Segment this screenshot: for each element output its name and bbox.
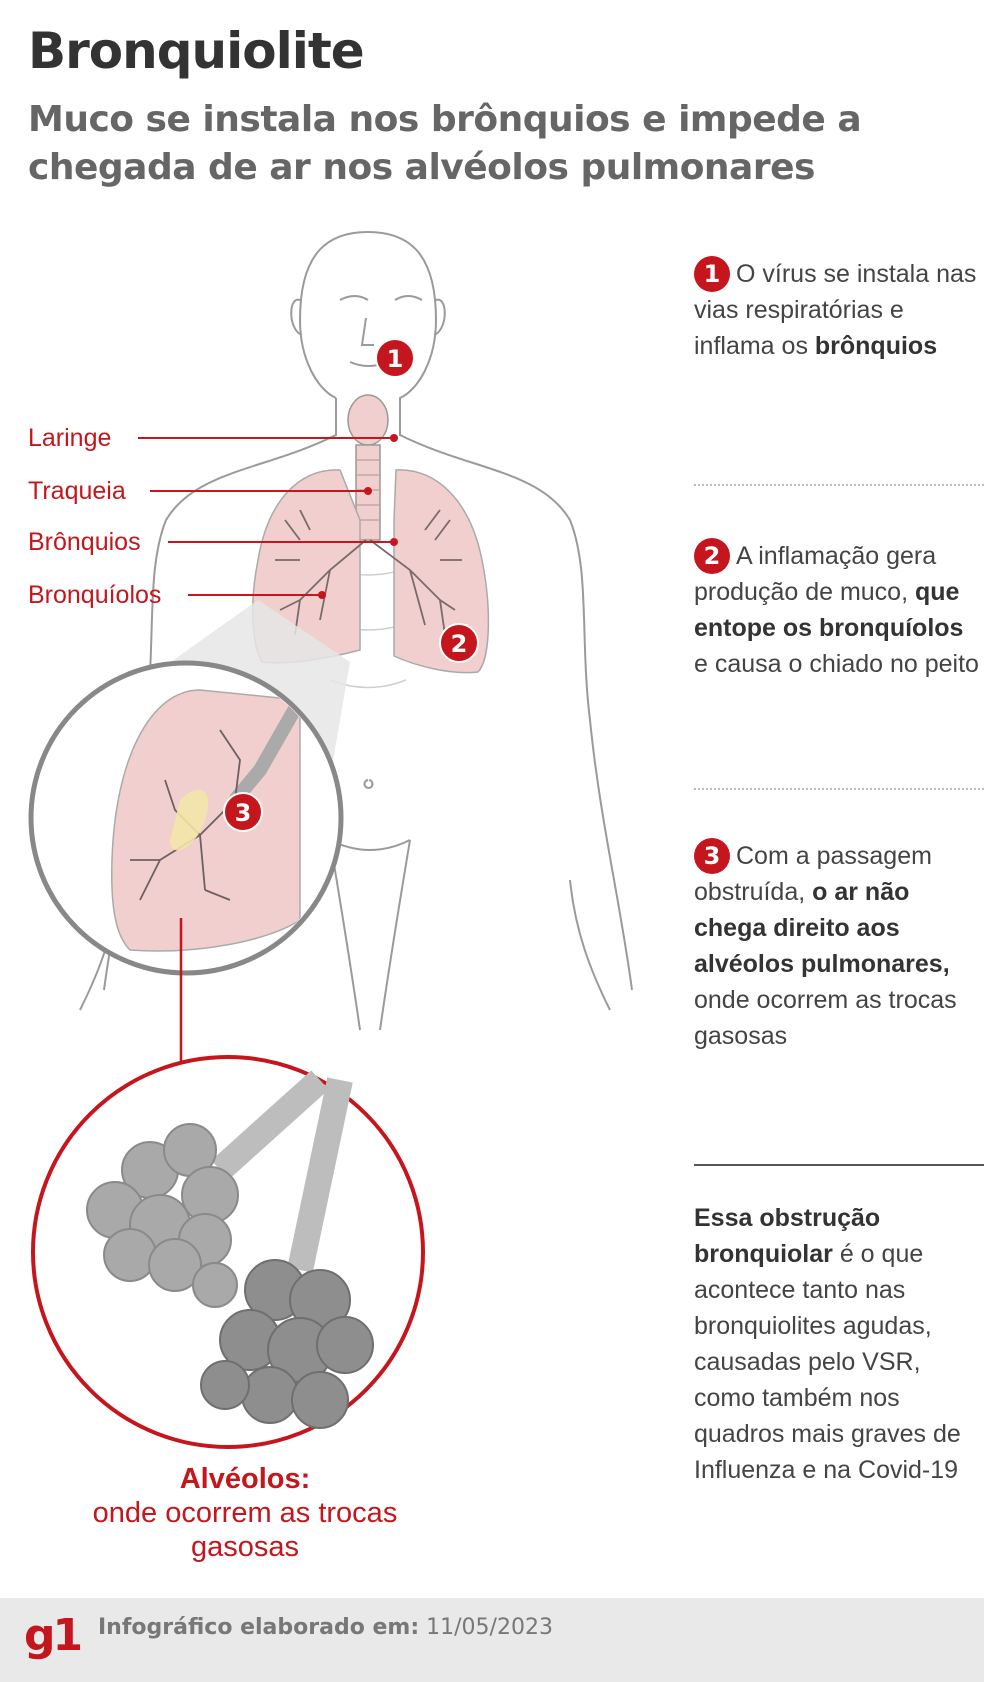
label-bronquios: Brônquios: [28, 528, 141, 556]
page-title: Bronquiolite: [28, 22, 365, 80]
alveolos-text: onde ocorrem as trocas gasosas: [92, 1497, 398, 1563]
marker-3: 3: [223, 792, 263, 832]
g1-logo: g1: [24, 1610, 83, 1661]
marker-1: 1: [375, 338, 415, 378]
svg-text:2: 2: [451, 630, 468, 658]
svg-text:3: 3: [235, 799, 252, 827]
divider: [694, 484, 984, 486]
alveolos-title: Alvéolos:: [179, 1463, 311, 1495]
footer-date: 11/05/2023: [426, 1615, 553, 1640]
divider: [694, 788, 984, 790]
alveoli-cluster: [86, 1070, 374, 1429]
label-traqueia: Traqueia: [28, 477, 126, 505]
page-subtitle: Muco se instala nos brônquios e impede a…: [28, 99, 862, 188]
marker-2: 2: [439, 623, 479, 663]
step-1-number: 1: [694, 256, 730, 292]
svg-text:1: 1: [387, 345, 404, 373]
step-2-number: 2: [694, 538, 730, 574]
label-laringe: Laringe: [28, 424, 112, 452]
anatomy-illustration: 1 2 3: [28, 230, 633, 1449]
alveolos-caption: Alvéolos: onde ocorrem as trocas gasosas: [90, 1462, 400, 1564]
divider-solid: [694, 1164, 984, 1166]
step-3-number: 3: [694, 838, 730, 874]
footer: [0, 1598, 984, 1682]
note: Essa obstrução bronquiolar é o que acont…: [694, 1204, 961, 1484]
label-bronquiolos: Bronquíolos: [28, 581, 162, 609]
label-leaders: [138, 437, 394, 596]
right-lung: [393, 469, 490, 674]
footer-text: Infográfico elaborado em: 11/05/2023: [98, 1615, 553, 1640]
